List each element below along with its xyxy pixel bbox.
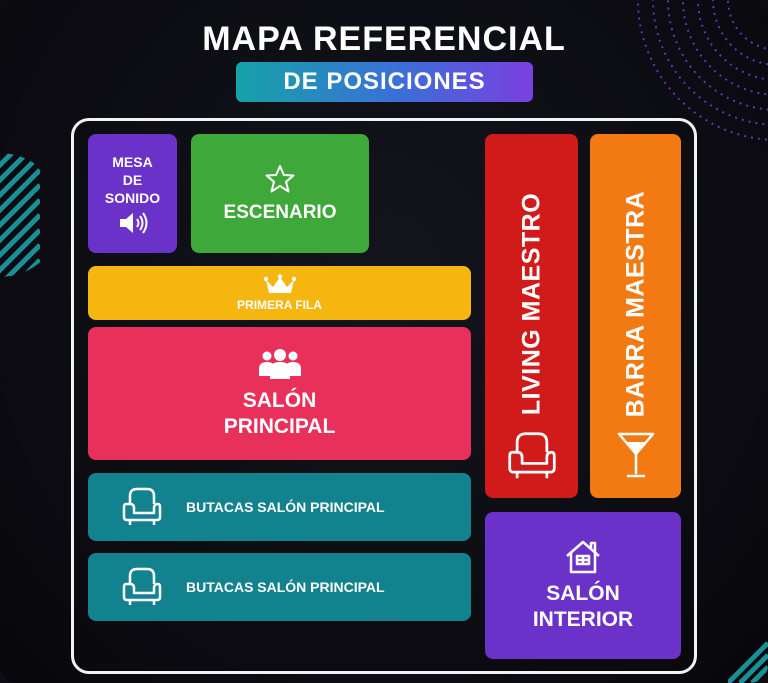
zone-salon-principal[interactable]: SALÓN PRINCIPAL [88, 327, 471, 460]
zone-living-label: LIVING MAESTRO [517, 192, 545, 416]
zone-butacas-salon-principal-2[interactable]: BUTACAS SALÓN PRINCIPAL [88, 553, 471, 621]
zone-mesa-label-line-3: SONIDO [104, 189, 161, 206]
venue-frame [71, 118, 697, 674]
subtitle-text: DE POSICIONES [283, 68, 486, 95]
subtitle-badge: DE POSICIONES [236, 62, 533, 102]
house-icon [566, 540, 600, 573]
zone-mesa-de-sonido[interactable]: MESA DE SONIDO [88, 134, 177, 253]
zone-salon-interior-label-line-2: INTERIOR [532, 607, 634, 631]
zone-salon-interior-label-line-1: SALÓN [546, 581, 620, 605]
armchair-icon [122, 567, 162, 605]
crown-icon [263, 274, 296, 293]
zone-barra-maestra[interactable]: BARRA MAESTRA [590, 134, 681, 498]
zone-salon-principal-label-line-1: SALÓN [242, 388, 317, 412]
zone-living-maestro[interactable]: LIVING MAESTRO [485, 134, 578, 498]
zone-butacas-2-label: BUTACAS SALÓN PRINCIPAL [186, 579, 385, 595]
zone-mesa-label-line-2: DE [122, 171, 143, 188]
armchair-icon [122, 487, 162, 525]
zone-butacas-1-label: BUTACAS SALÓN PRINCIPAL [186, 499, 385, 515]
zone-escenario-label: ESCENARIO [223, 201, 337, 223]
armchair-icon [508, 432, 556, 479]
zone-escenario[interactable]: ESCENARIO [191, 134, 369, 253]
zone-mesa-label-line-1: MESA [112, 153, 153, 170]
zone-butacas-salon-principal-1[interactable]: BUTACAS SALÓN PRINCIPAL [88, 473, 471, 541]
people-icon [258, 348, 301, 379]
star-icon [265, 164, 295, 192]
cocktail-glass-icon [617, 432, 655, 478]
page-title: MAPA REFERENCIAL [202, 20, 566, 58]
zone-primera-fila-label: PRIMERA FILA [237, 298, 322, 312]
zone-primera-fila[interactable]: PRIMERA FILA [88, 266, 471, 320]
decorative-stripes-right [728, 641, 768, 683]
speaker-icon [119, 211, 147, 234]
zone-barra-label: BARRA MAESTRA [621, 190, 649, 418]
decorative-stripes-left [0, 153, 40, 277]
zone-salon-principal-label-line-2: PRINCIPAL [223, 414, 336, 438]
zone-salon-interior[interactable]: SALÓN INTERIOR [485, 512, 681, 659]
